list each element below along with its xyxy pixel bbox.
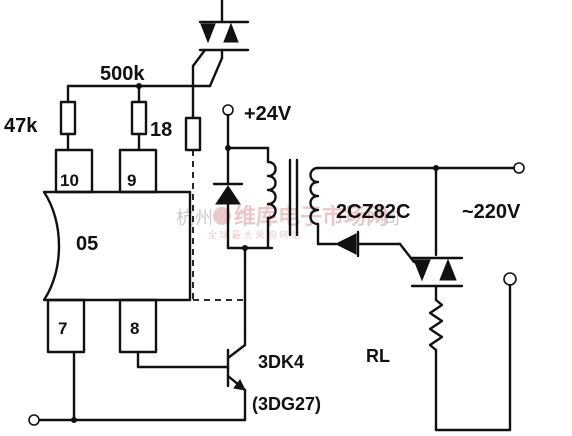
ground-bus (28, 350, 247, 426)
pin-7-label: 7 (58, 319, 67, 338)
label-500k: 500k (100, 63, 145, 85)
secondary-circuit (330, 162, 525, 264)
resistor-47k (59, 84, 77, 152)
ic-label: 05 (76, 233, 98, 255)
pin-8-label: 8 (130, 319, 139, 338)
watermark-sub: 全 球 最 大 采 购 网 站 (208, 229, 300, 241)
pin-9-label: 9 (127, 171, 136, 190)
watermark-char-right: 司 (384, 209, 400, 228)
watermark-char-left-2: 州 (195, 208, 213, 229)
transformer (266, 146, 338, 250)
triac-load (410, 256, 464, 302)
rectifier-label: 2CZ82C (336, 201, 410, 223)
resistor-500k (130, 84, 148, 152)
label-47k: 47k (4, 115, 38, 137)
watermark-char-left: 杭 (176, 208, 194, 229)
transistor-3dk4 (226, 256, 247, 422)
supply-24v-label: +24V (244, 103, 292, 125)
pin-10-label: 10 (60, 171, 79, 190)
triac-top (191, 0, 250, 68)
load-rl (428, 272, 517, 432)
load-label: RL (366, 346, 390, 366)
transistor-alt-label: (3DG27) (252, 394, 321, 414)
watermark-logo-icon (213, 207, 231, 225)
ic-05 (42, 148, 192, 354)
label-18: 18 (150, 119, 172, 141)
transistor-label: 3DK4 (258, 352, 304, 372)
wire-pin8-base (136, 350, 230, 369)
diode-primary (212, 146, 274, 260)
supply-ac-label: ~220V (462, 201, 521, 223)
